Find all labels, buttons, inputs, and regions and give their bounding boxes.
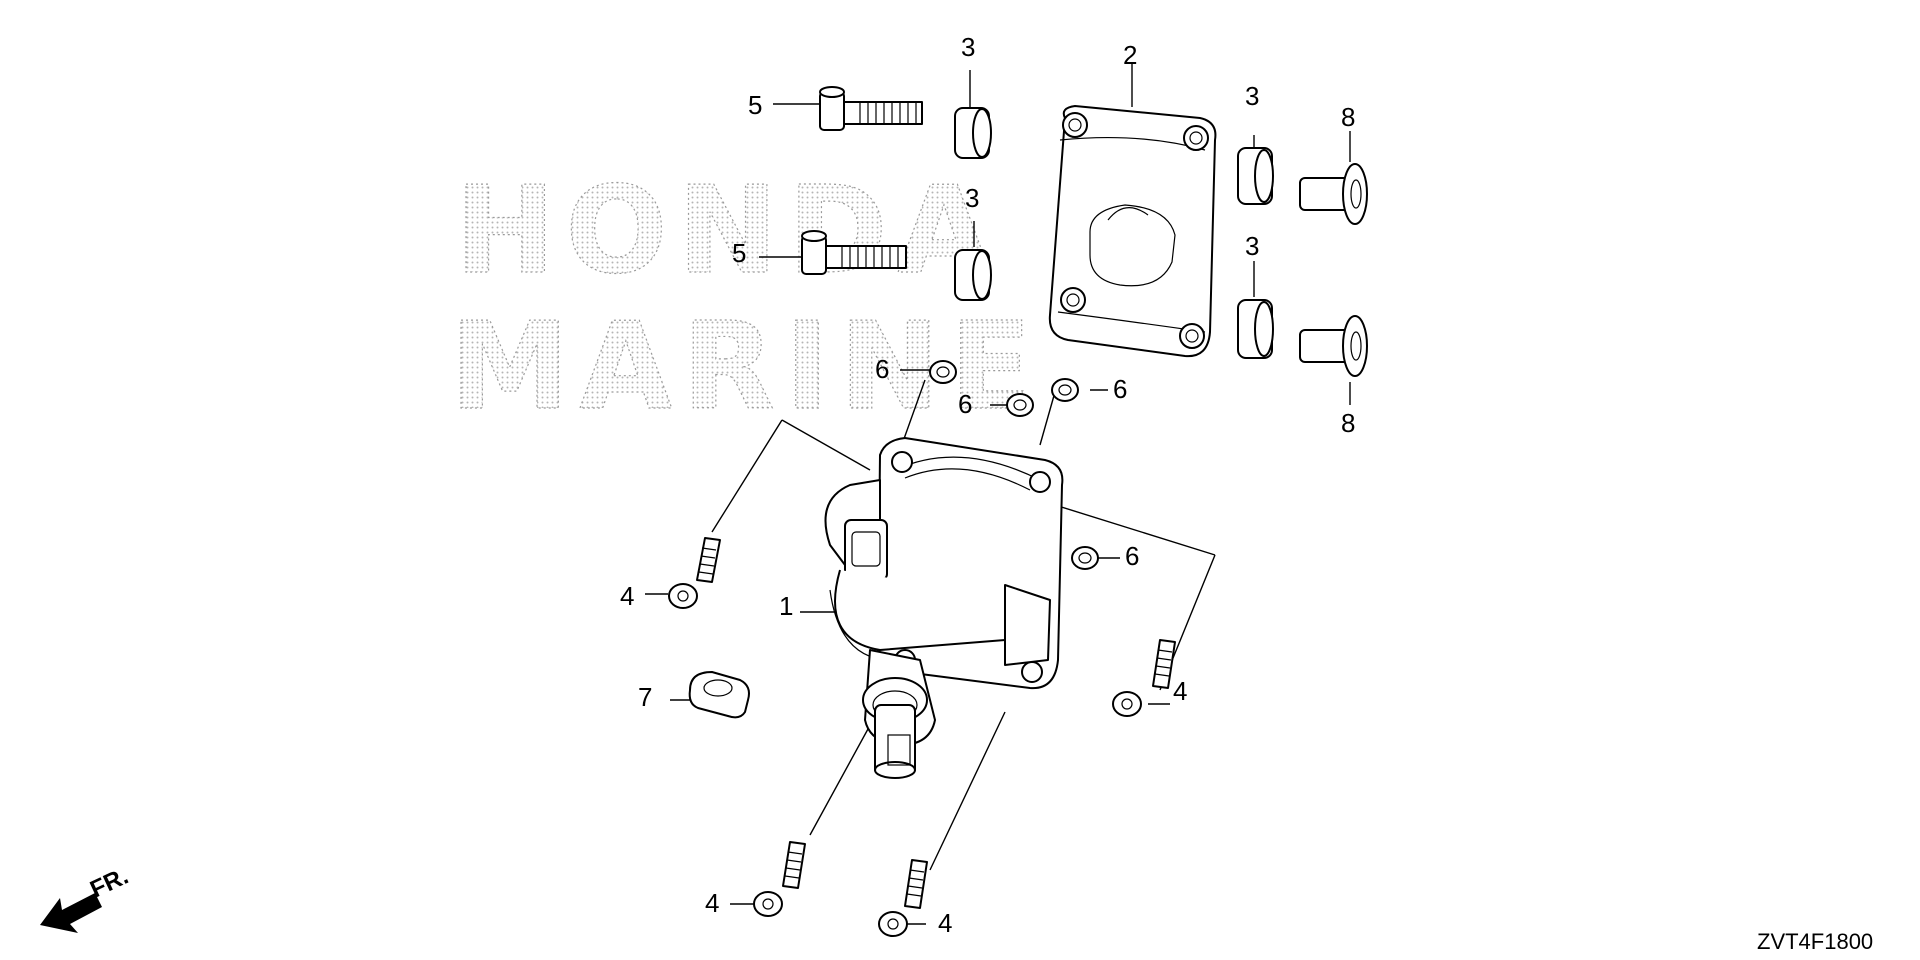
diagram-code: ZVT4F1800 bbox=[1757, 929, 1873, 954]
bolt-5-upper bbox=[819, 86, 923, 131]
mount-3-d bbox=[1237, 299, 1274, 359]
bolt-4-lower-right bbox=[878, 859, 928, 937]
callout-6-c: 6 bbox=[1113, 374, 1127, 404]
mount-3-a bbox=[954, 107, 992, 159]
bolt-4-upper-left bbox=[668, 537, 721, 609]
collar-8-upper bbox=[1299, 163, 1368, 225]
callout-4-a: 4 bbox=[620, 581, 634, 611]
callout-4-b: 4 bbox=[1173, 676, 1187, 706]
callout-5-b: 5 bbox=[732, 238, 746, 268]
callout-2: 2 bbox=[1123, 40, 1137, 70]
watermark: HONDA MARINE bbox=[449, 161, 1032, 437]
mount-3-c bbox=[1237, 147, 1274, 205]
callout-6-a: 6 bbox=[875, 354, 889, 384]
cover-plate-2 bbox=[1048, 105, 1217, 358]
bolt-5-lower bbox=[801, 230, 907, 275]
washer-6-c bbox=[1051, 378, 1079, 402]
bolt-4-lower-left bbox=[753, 841, 806, 917]
callout-3-c: 3 bbox=[1245, 81, 1259, 111]
mount-3-b bbox=[954, 249, 992, 301]
callout-6-b: 6 bbox=[958, 389, 972, 419]
washer-6-a bbox=[929, 360, 957, 384]
callout-labels: 1 2 3 3 3 3 4 4 4 4 5 5 6 6 6 6 7 8 8 bbox=[620, 32, 1355, 938]
callout-3-d: 3 bbox=[1245, 231, 1259, 261]
collar-8-lower bbox=[1299, 315, 1368, 377]
callout-8-b: 8 bbox=[1341, 408, 1355, 438]
callout-4-c: 4 bbox=[705, 888, 719, 918]
bolt-4-right bbox=[1112, 639, 1176, 717]
callout-5-a: 5 bbox=[748, 90, 762, 120]
callout-3-b: 3 bbox=[965, 183, 979, 213]
watermark-line-1: HONDA bbox=[455, 162, 1000, 301]
callout-3-a: 3 bbox=[961, 32, 975, 62]
actuator-assembly-1 bbox=[824, 437, 1064, 779]
callout-7: 7 bbox=[638, 682, 652, 712]
clip-7 bbox=[688, 671, 750, 719]
callout-8-a: 8 bbox=[1341, 102, 1355, 132]
callout-4-d: 4 bbox=[938, 908, 952, 938]
callout-6-d: 6 bbox=[1125, 541, 1139, 571]
leader-lines bbox=[645, 62, 1351, 925]
washer-6-d bbox=[1071, 546, 1099, 570]
front-arrow-icon: FR. bbox=[40, 863, 133, 933]
callout-1: 1 bbox=[779, 591, 793, 621]
washer-6-b bbox=[1006, 393, 1034, 417]
